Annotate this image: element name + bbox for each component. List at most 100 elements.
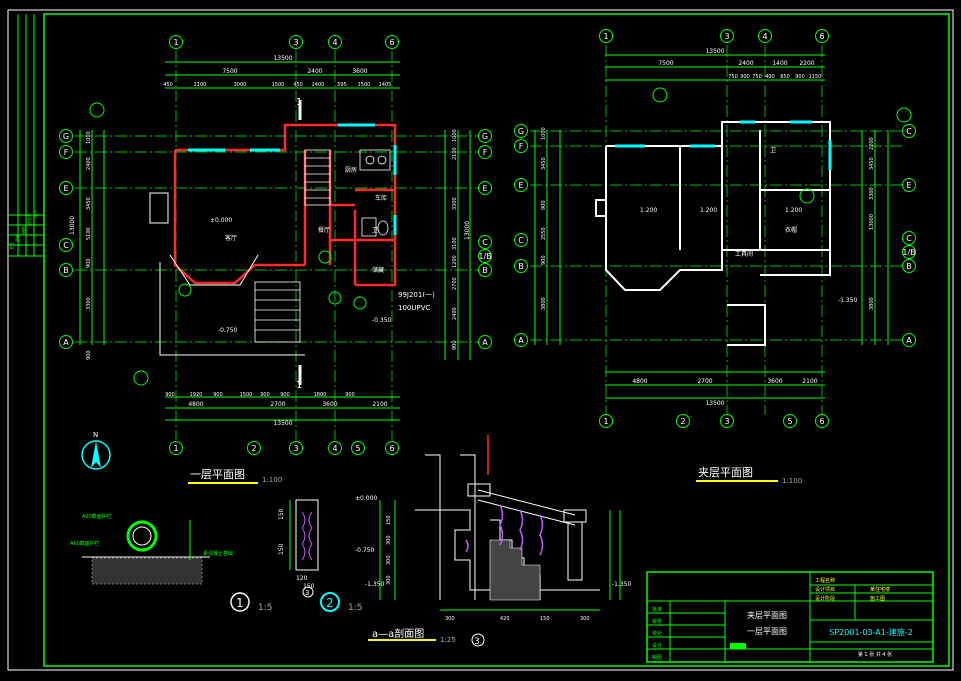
dimension-text: 13500 bbox=[273, 420, 292, 427]
dimension-text: 595 bbox=[337, 82, 347, 88]
dimension-text: 1500 bbox=[240, 392, 253, 398]
plan1-axis-left-label: E bbox=[63, 184, 68, 193]
dimension-text: 2100 bbox=[194, 82, 207, 88]
dimension-text: 900 bbox=[86, 258, 92, 268]
plan2-axis-left bbox=[514, 233, 528, 247]
dimension-text: 1150 bbox=[809, 74, 822, 80]
room-label: 卫 bbox=[770, 147, 776, 154]
plan1-stairs bbox=[254, 149, 331, 343]
plan2-axis-left bbox=[514, 124, 528, 138]
svg-text:150: 150 bbox=[303, 583, 315, 590]
dimension-text: 900 bbox=[260, 392, 270, 398]
dimension-text: 490 bbox=[765, 74, 775, 80]
dimension-text: 5100 bbox=[86, 227, 92, 240]
room-label: 1.200 bbox=[640, 207, 657, 214]
dimension-text: 3000 bbox=[234, 82, 247, 88]
svg-text:2: 2 bbox=[326, 596, 334, 610]
dimension-text: 1405 bbox=[379, 82, 392, 88]
plan1-axis-left bbox=[59, 263, 73, 277]
svg-text:A60截面护栏: A60截面护栏 bbox=[70, 540, 100, 547]
dimension-text: 850 bbox=[780, 74, 790, 80]
section-mark: 1 bbox=[296, 97, 302, 108]
title-block-field: 工程名称 bbox=[815, 577, 835, 584]
side-label: 电气 bbox=[32, 210, 38, 218]
title-block-field: 设计阶段 bbox=[815, 595, 835, 602]
room-label: 车库 bbox=[375, 194, 387, 202]
plan1-axis-right-label: G bbox=[482, 132, 488, 141]
plan-note: 100UPVC bbox=[398, 304, 430, 312]
plan1-axis-bottom-label: 1 bbox=[173, 444, 178, 453]
dimension-text: 13500 bbox=[705, 48, 724, 55]
plan1-scale: 1:100 bbox=[262, 476, 282, 484]
plan2-axis-bottom bbox=[815, 414, 829, 428]
plan2-axis-right-label: E bbox=[906, 181, 911, 190]
plan1-fixtures bbox=[359, 149, 391, 237]
plan1-axis-top bbox=[289, 35, 303, 49]
plan1-axis-left bbox=[59, 129, 73, 143]
plan1-axis-bottom bbox=[289, 441, 303, 455]
dimension-text: 2200 bbox=[869, 137, 875, 150]
plan1-axis-right-label: F bbox=[483, 148, 488, 157]
plan1-axis-bottom-label: 4 bbox=[332, 444, 337, 453]
dimension-text: 2700 bbox=[697, 378, 712, 385]
dimension-text: 750 bbox=[752, 74, 762, 80]
title-block-field: 设计项目 bbox=[815, 586, 835, 593]
dimension-text: 900 bbox=[795, 74, 805, 80]
svg-text:素混凝土基础: 素混凝土基础 bbox=[203, 550, 233, 557]
plan1-title: 一层平面图 bbox=[190, 468, 245, 481]
plan2-windows bbox=[615, 120, 832, 170]
dimension-text: 13500 bbox=[705, 400, 724, 407]
dimension-text: 300 bbox=[386, 575, 392, 585]
plan1-axis-bottom bbox=[169, 441, 183, 455]
dimension-text: 1000 bbox=[541, 127, 547, 140]
dimension-text: 1000 bbox=[452, 129, 458, 142]
plan1-axis-left bbox=[59, 335, 73, 349]
plan1-axis-bottom bbox=[328, 441, 342, 455]
plan2-scale: 1:100 bbox=[782, 477, 802, 485]
dimension-text: 2700 bbox=[452, 277, 458, 290]
plan2-axis-top-label: 3 bbox=[724, 32, 729, 41]
level-mark: -0.750 bbox=[355, 547, 375, 554]
room-label: 1.200 bbox=[785, 207, 802, 214]
plan1-windows bbox=[188, 123, 397, 235]
dimension-text: 900 bbox=[541, 255, 547, 265]
dimension-text: 2400 bbox=[738, 60, 753, 67]
plan2-axis-bottom-label: 5 bbox=[787, 417, 792, 426]
plan2-axis-left-label: C bbox=[518, 236, 524, 245]
plan1-axis-bottom bbox=[247, 441, 261, 455]
sheet-count: 第 1 张 共 4 张 bbox=[858, 651, 892, 658]
plan1-axis-top-label: 3 bbox=[293, 38, 298, 47]
detail-2: 150 150 120 150 3 bbox=[278, 499, 319, 598]
svg-text:120: 120 bbox=[296, 575, 308, 582]
svg-text:1:5: 1:5 bbox=[258, 603, 272, 613]
plan1-axis-bottom-label: 3 bbox=[293, 444, 298, 453]
level-mark: -1.350 bbox=[365, 581, 385, 588]
outer-frame bbox=[7, 9, 954, 671]
detail-2-label: 2 1:5 bbox=[320, 592, 362, 613]
plan1-axis-left-label: C bbox=[63, 241, 69, 250]
room-label: 工具间 bbox=[735, 250, 753, 258]
svg-text:A60截面护栏: A60截面护栏 bbox=[82, 513, 112, 520]
plan2-axis-bottom-label: 1 bbox=[603, 417, 608, 426]
dimension-text: 1920 bbox=[190, 392, 203, 398]
dimension-text: 7500 bbox=[222, 68, 237, 75]
dimension-text: 13500 bbox=[273, 55, 292, 62]
dimension-text: 1500 bbox=[272, 82, 285, 88]
inner-frame bbox=[43, 13, 950, 667]
dimension-text: 3450 bbox=[541, 157, 547, 170]
dimension-text: 900 bbox=[280, 392, 290, 398]
plan1-axis-bottom bbox=[385, 441, 399, 455]
plan1-axis-top-label: 1 bbox=[173, 38, 178, 47]
dimension-text: 1500 bbox=[358, 82, 371, 88]
svg-text:1: 1 bbox=[236, 596, 244, 610]
plan2-axis-left-label: G bbox=[518, 127, 524, 136]
dimension-text: 4800 bbox=[188, 401, 203, 408]
level-mark: -1.350 bbox=[612, 581, 632, 588]
plan1-axis-left bbox=[59, 181, 73, 195]
plan2-axis-left-label: B bbox=[518, 262, 524, 271]
